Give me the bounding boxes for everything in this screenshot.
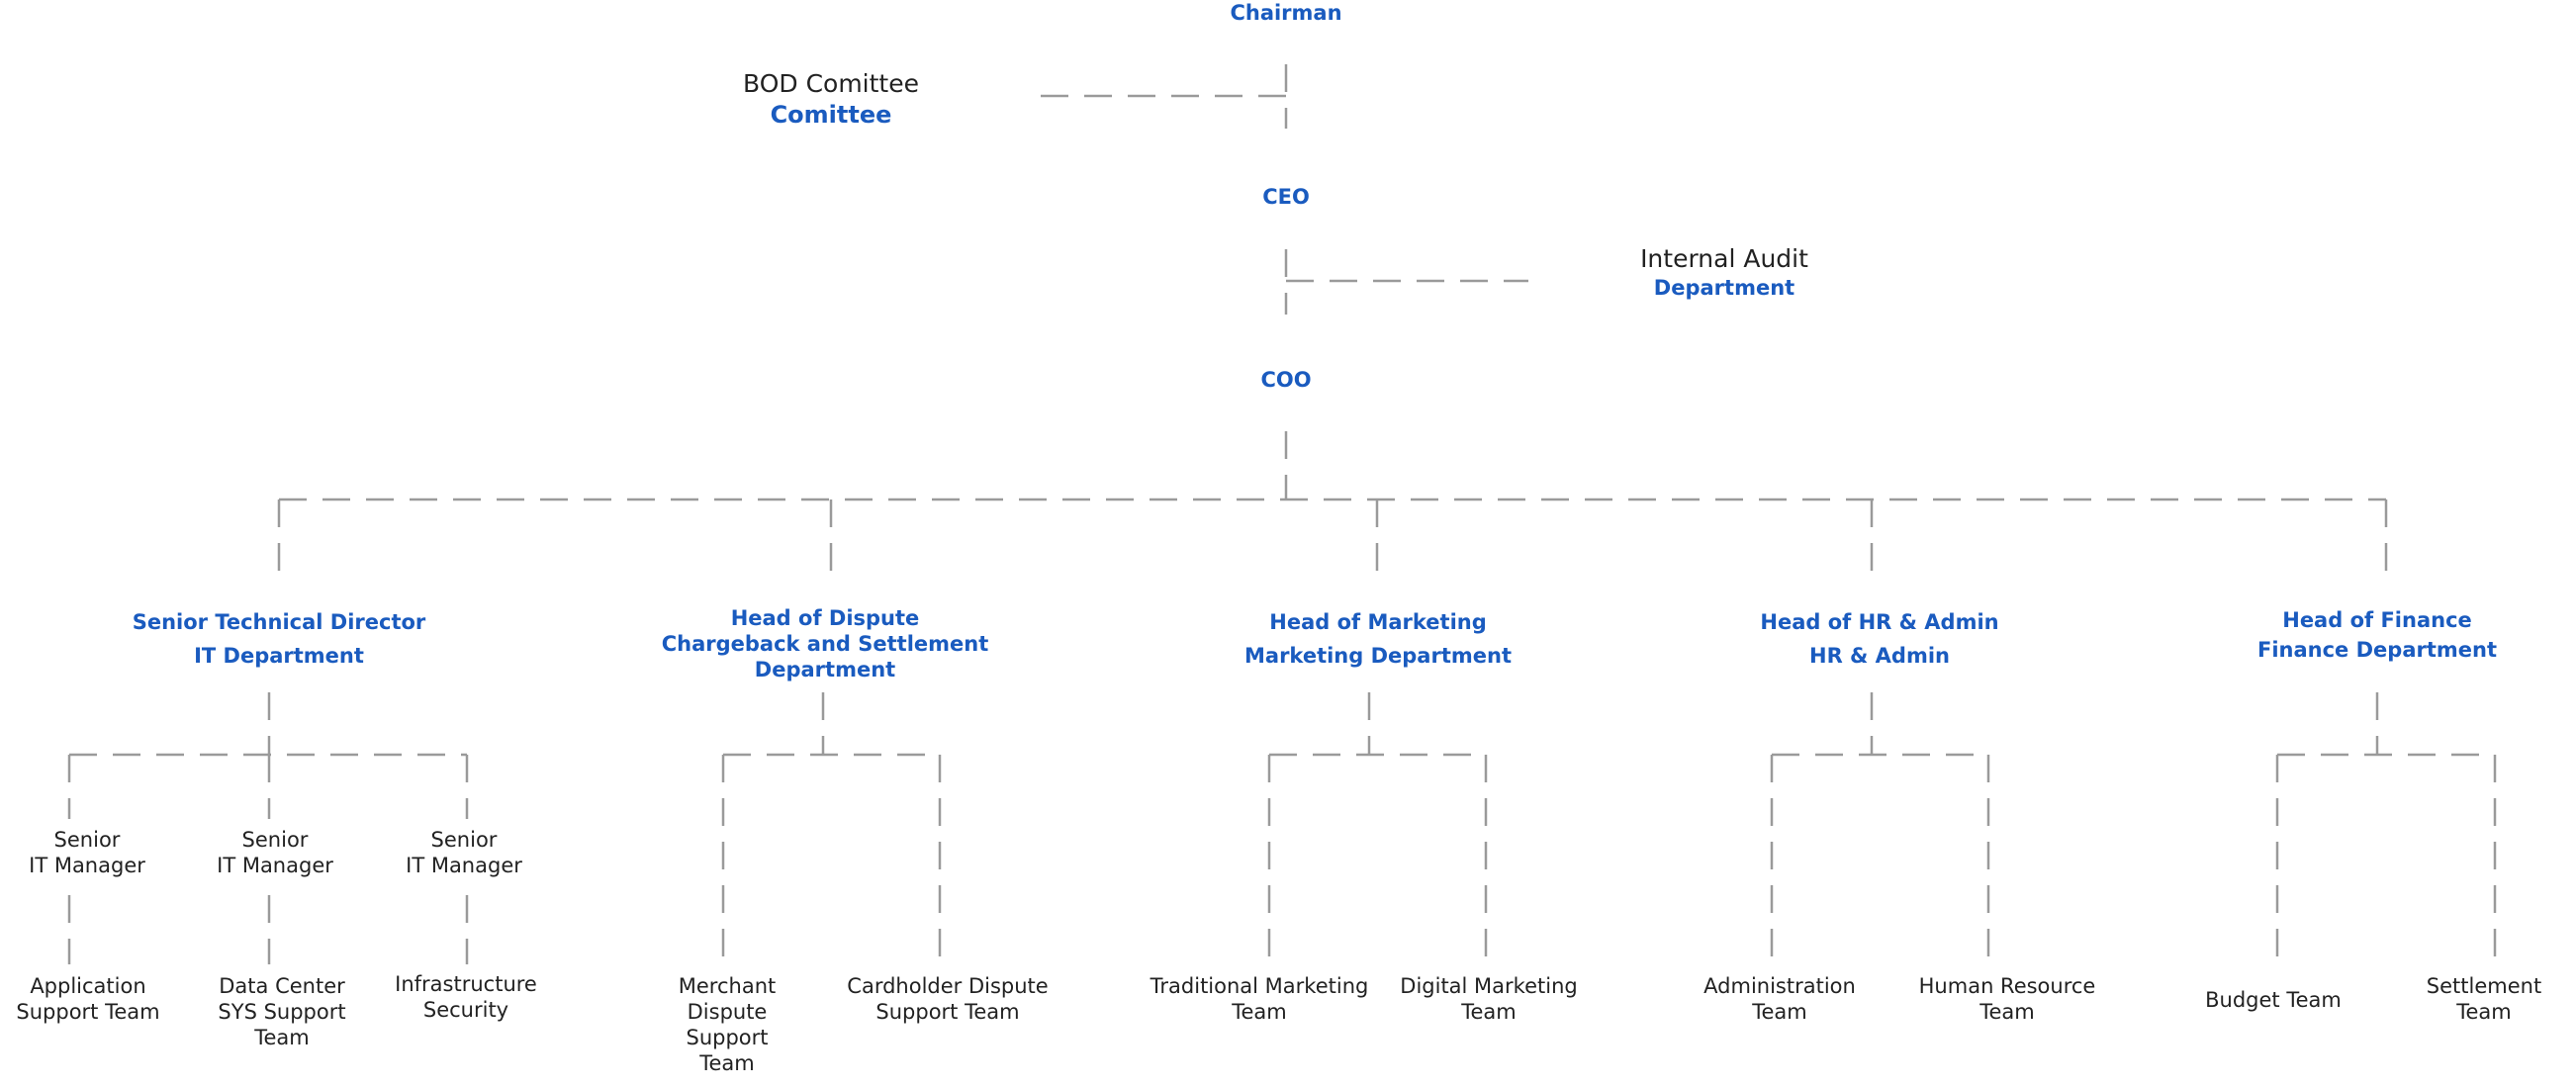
node-ceo: CEO: [1262, 185, 1310, 209]
node-team-budget: Budget Team: [2205, 988, 2342, 1012]
node-coo: COO: [1260, 368, 1312, 392]
node-internal-audit: Internal Audit Department: [1640, 242, 1808, 303]
node-chairman: Chairman: [1230, 1, 1342, 25]
node-bod-committee: BOD Comittee Comittee: [743, 67, 919, 132]
audit-title: Internal Audit: [1640, 244, 1808, 273]
bod-subtitle: Comittee: [770, 101, 892, 129]
audit-subtitle: Department: [1653, 276, 1795, 300]
bod-title: BOD Comittee: [742, 69, 920, 98]
